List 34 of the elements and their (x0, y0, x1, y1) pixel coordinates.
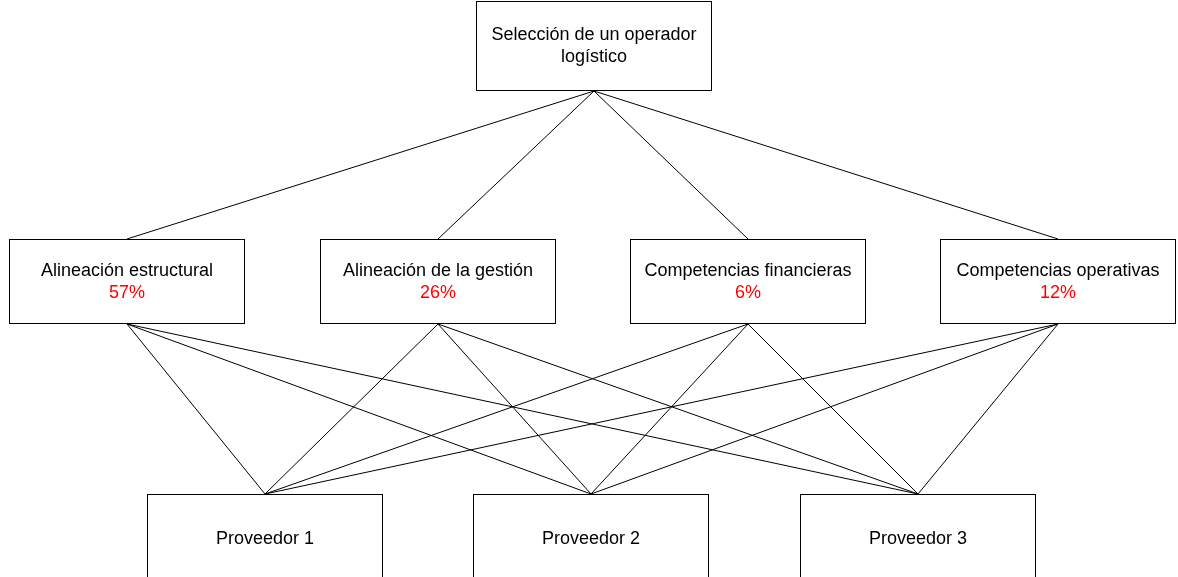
percentage-value: 57% (109, 281, 145, 304)
percentage-value: 6% (735, 281, 761, 304)
connector-line (437, 90, 595, 240)
box (800, 494, 1036, 577)
node-label: Alineación de la gestión (342, 259, 534, 282)
box (476, 1, 712, 91)
box (940, 239, 1176, 324)
connector-line (437, 323, 919, 495)
box (320, 239, 556, 324)
node-label: Proveedor 3 (868, 528, 968, 550)
node-label: Proveedor 2 (541, 528, 641, 550)
box (630, 239, 866, 324)
connector-line (126, 90, 595, 240)
connector-line (593, 90, 749, 240)
box (147, 494, 383, 577)
connector-line (917, 323, 1059, 495)
connector-line (264, 323, 749, 495)
node-label: Proveedor 1 (215, 528, 315, 550)
connector-line (590, 323, 1059, 495)
connector-line (126, 323, 592, 495)
box (9, 239, 245, 324)
connector-line (747, 323, 919, 495)
box (473, 494, 709, 577)
connector-line (437, 323, 592, 495)
connector-line (264, 323, 439, 495)
connector-line (593, 90, 1059, 240)
node-label: Alineación estructural (40, 259, 214, 282)
percentage-value: 12% (1040, 281, 1076, 304)
node-label: Competencias financieras (644, 259, 852, 282)
node-label: Selección de un operador logístico (490, 24, 698, 68)
percentage-value: 26% (420, 281, 456, 304)
node-label: Competencias operativas (956, 259, 1160, 282)
connector-line (126, 323, 266, 495)
connector-line (590, 323, 749, 495)
